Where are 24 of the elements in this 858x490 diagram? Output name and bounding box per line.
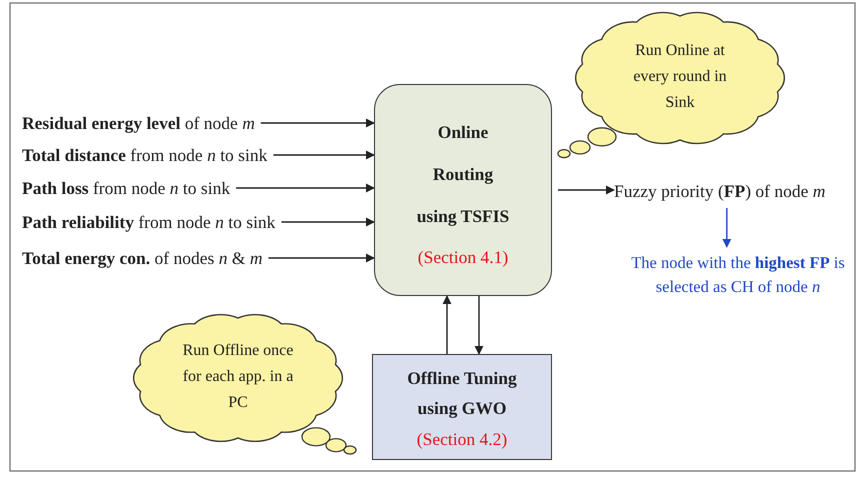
arrow [722, 208, 732, 248]
cloud-text: Run Online at every round in Sink [632, 41, 728, 113]
offline-tuning-box [372, 354, 552, 460]
input-label: Residual energy level of node m [22, 112, 255, 134]
input-label: Path loss from node n to sink [22, 177, 230, 199]
arrow [236, 184, 375, 192]
arrow [273, 150, 375, 160]
arrow [268, 254, 375, 262]
arrow [442, 295, 452, 354]
input-label: Path reliability from node n to sink [22, 211, 276, 233]
arrow [281, 218, 375, 226]
cloud-text: Run Offline once for each app. in a PC [182, 341, 294, 413]
box-title: Offline Tuning using GWO [406, 367, 518, 420]
result-note: The node with the highest FP is selected as CH of node n [620, 251, 856, 299]
input-label: Total energy con. of nodes n & m [22, 247, 262, 269]
output-label: Fuzzy priority (FP) of node m [614, 180, 826, 202]
input-label: Total distance from node n to sink [22, 144, 268, 166]
section-reference: (Section 4.2) [416, 428, 508, 451]
arrow [474, 296, 484, 355]
arrow [558, 186, 615, 194]
box-title: Online Routing using TSFIS [416, 121, 510, 228]
online-routing-box [374, 84, 552, 296]
section-reference: (Section 4.1) [418, 246, 508, 269]
arrow [260, 118, 375, 128]
